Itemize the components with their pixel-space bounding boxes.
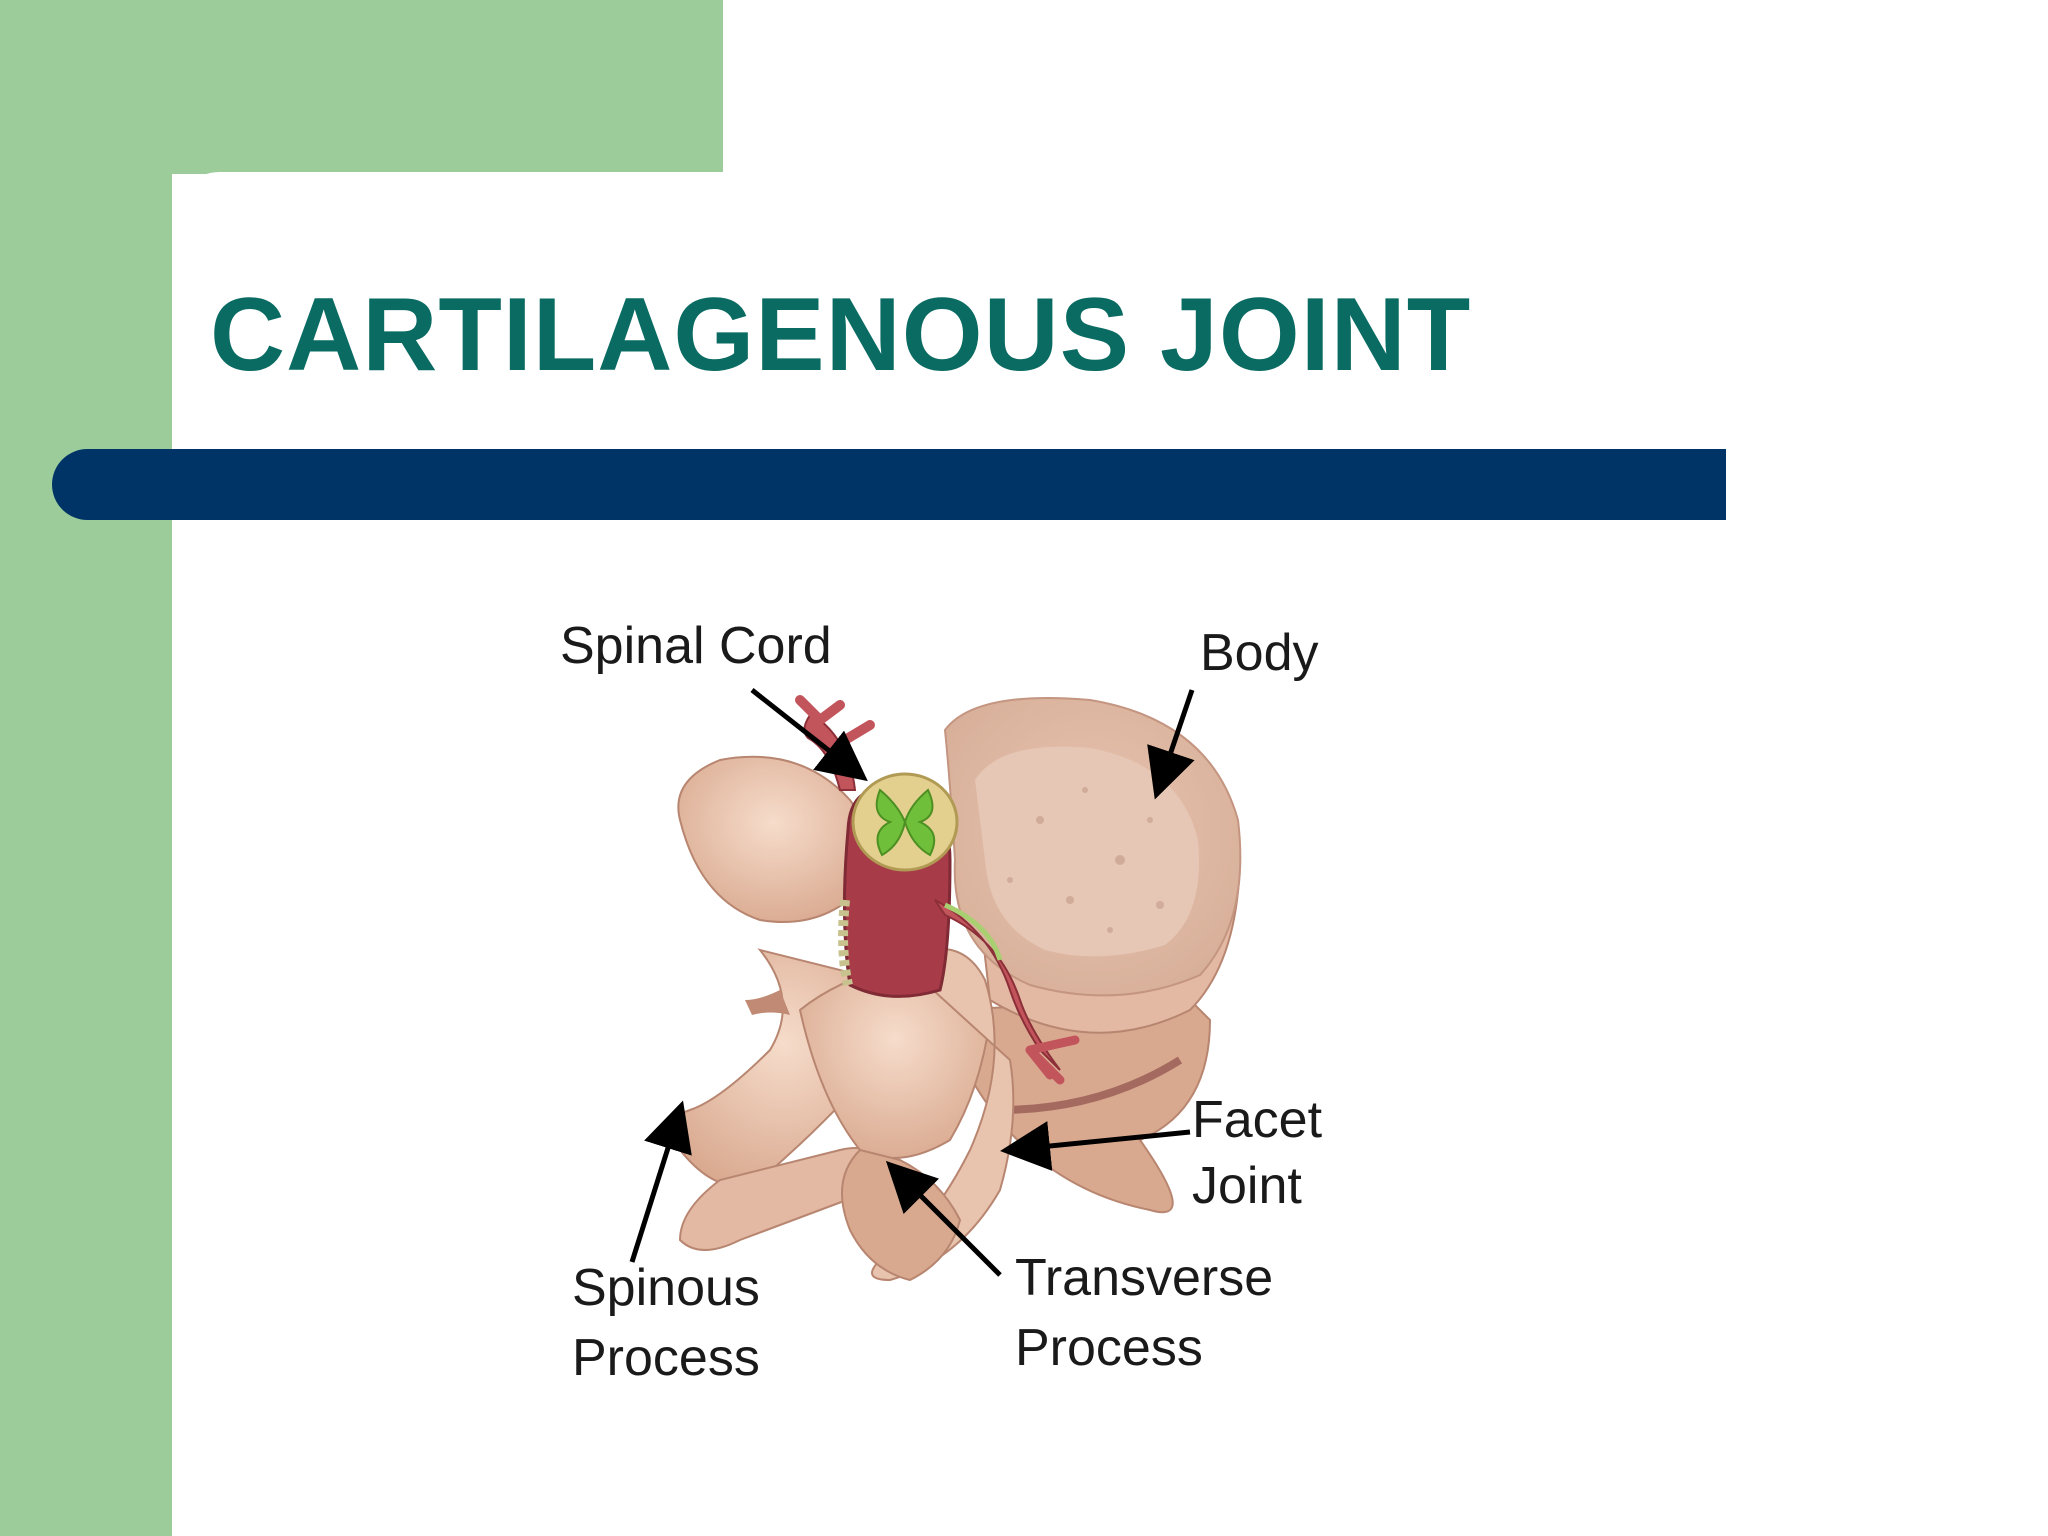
posterior-arch [671, 755, 1015, 1282]
arrow-spinal-cord [750, 688, 868, 782]
label-body: Body [1200, 624, 1319, 682]
arrow-transverse-process [885, 1160, 1002, 1277]
label-transverse-process-line1: Transverse [1015, 1249, 1273, 1307]
slide-title: CARTILAGENOUS JOINT [210, 277, 1472, 393]
label-facet-joint-line2: Joint [1192, 1157, 1302, 1215]
label-spinous-process-line2: Process [572, 1329, 760, 1387]
arrow-body [1147, 689, 1195, 800]
arrow-facet-joint [1000, 1121, 1191, 1171]
label-spinal-cord: Spinal Cord [560, 617, 832, 675]
spinal-cord [795, 695, 1080, 1085]
label-transverse-process-line2: Process [1015, 1319, 1203, 1377]
green-accent-left [0, 0, 172, 1536]
label-spinous-process-line1: Spinous [572, 1259, 760, 1317]
diagram-labels: Spinal Cord Body Facet Joint Spinous Pro… [560, 617, 1323, 1387]
title-underline-bar [52, 449, 1726, 520]
pointer-arrows [629, 688, 1195, 1277]
label-facet-joint-line1: Facet [1192, 1091, 1323, 1149]
arrow-spinous-process [629, 1100, 692, 1263]
